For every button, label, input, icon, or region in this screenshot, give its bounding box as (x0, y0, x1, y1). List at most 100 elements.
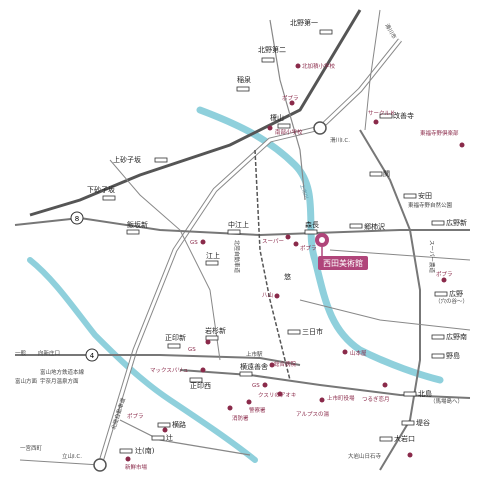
poi-dot (293, 241, 299, 247)
poi-kitanochu: 北加積小学校 (302, 62, 336, 70)
poi-dot (200, 367, 206, 373)
station-marker (102, 195, 116, 201)
station-labels: 北野第一 北野第二 稲泉 榎山 上砂子坂 下砂子坂 飯坂新 中江上 江上 森長 … (87, 18, 467, 455)
poi-yakuba: 上市町役場 (327, 394, 355, 402)
station-morinaga: 森長 (305, 220, 319, 229)
route-shield-4: 4 (85, 348, 99, 362)
poi-dot (373, 119, 379, 125)
poi-dot (246, 399, 252, 405)
station-kitajima: 北島 (418, 389, 432, 398)
poi-kitajima-note: （馬場島へ） (430, 397, 463, 405)
poi-super: スーパー (262, 238, 284, 245)
station-marker (403, 193, 417, 199)
station-marker (119, 448, 133, 454)
namerikawa-ic-marker (313, 121, 327, 135)
station-marker (157, 422, 171, 428)
poi-gs3: GS (252, 383, 260, 389)
poi-hirono-note: （穴の谷～） (435, 297, 468, 305)
station-e: 江上 (206, 251, 220, 260)
route-shield-8: 8 (70, 211, 84, 225)
poi-dot (382, 382, 388, 388)
station-inaizumi: 稲泉 (237, 75, 251, 84)
poi-shobo: 消防署 (232, 414, 249, 422)
station-tsuji-minami: 辻(南) (135, 446, 155, 455)
poi-kusuri: クスリのアオキ (258, 392, 296, 399)
station-hirono: 広野 (449, 289, 463, 298)
poi-poplar4: ポプラ (127, 413, 144, 420)
poi-dot (407, 452, 413, 458)
station-marker (401, 420, 415, 426)
poi-dot (205, 339, 211, 345)
station-kojin: 改善寺 (393, 111, 414, 120)
poi-yasuda-note: 東福寺野自然公園 (408, 201, 453, 209)
river-name-label: 上市川 (298, 183, 310, 200)
unatsuki-label: 宇奈月温泉方面 (40, 377, 79, 385)
station-iizakashin: 飯坂新 (127, 220, 148, 229)
station-kaminakogozaka: 上砂子坂 (113, 155, 141, 164)
poi-poplar1: ポプラ (282, 95, 299, 102)
station-marker (277, 123, 291, 129)
station-marker (261, 57, 275, 63)
station-yokoeyoshikata: 横遠善舎 (240, 362, 268, 371)
station-yokomichi: 横路 (172, 420, 186, 429)
road-north (269, 19, 306, 201)
poi-dot (285, 234, 291, 240)
poi-tsurugi: つるぎ恋月 (362, 395, 390, 403)
road-local-rail (254, 149, 291, 381)
station-marker (236, 86, 250, 92)
kamiichi-station-label: 上市駅 (246, 350, 263, 358)
poi-max: マックスバリュ (150, 367, 188, 374)
station-marker (319, 29, 333, 35)
toyama-line-label: 富山地方鉄道本線 (40, 368, 85, 376)
poi-poplar2: ポプラ (300, 245, 317, 252)
station-hinoki: 悠 (284, 272, 291, 281)
namerikawa-ic-label: 滑川I.C. (330, 136, 350, 144)
poi-dot (262, 382, 268, 388)
route-8-label: 8 (75, 215, 79, 223)
station-gorozawa: 郷柿沢 (364, 222, 385, 231)
mukaishin-label: 向新庄口 (38, 349, 60, 357)
poi-poplar3: ポプラ (436, 271, 453, 278)
road-kamiichi (179, 369, 471, 399)
namerikawa-city-label: 滑川市 (383, 22, 398, 41)
station-marker (434, 291, 448, 297)
road-super-nodo (359, 129, 421, 471)
poi-dot (125, 456, 131, 462)
river-west (27, 257, 258, 463)
poi-oiwa-note: 大岩山日石寺 (348, 452, 382, 460)
station-oiwayama: 大岩口 (394, 434, 415, 443)
station-marker (349, 223, 363, 229)
station-mikkaichi: 三日市 (302, 327, 323, 336)
poi-dot (162, 427, 168, 433)
poi-dot (441, 277, 447, 283)
poi-dot (277, 391, 283, 397)
poi-shimin: 総合病院 (274, 360, 297, 368)
poi-dot (269, 362, 275, 368)
poi-shinkichi: 新鮮市場 (125, 463, 148, 471)
route-4-label: 4 (90, 352, 95, 360)
station-marker (205, 260, 219, 266)
station-kitanodaiichi: 北野第一 (290, 18, 318, 27)
station-shoinnishi: 正印西 (190, 382, 211, 390)
poi-keisatsu: 警察署 (249, 406, 266, 414)
poi-dot (200, 239, 206, 245)
station-marker (167, 343, 181, 349)
poi-dot (342, 349, 348, 355)
station-markers (102, 29, 448, 454)
station-marker (369, 171, 383, 177)
station-yasuda: 安田 (418, 191, 432, 200)
road-4 (15, 354, 301, 366)
ichinomiya-label: 一宮西町 (20, 444, 43, 452)
station-nakae: 中江上 (228, 220, 249, 229)
road-west-loop (109, 159, 221, 361)
station-marker (431, 353, 445, 359)
station-kitanodaini: 北野第二 (258, 45, 286, 54)
station-hironotakashin: 広野新 (446, 218, 467, 227)
station-nojima: 野島 (446, 351, 460, 360)
station-enoki: 榎山 (270, 113, 284, 122)
poi-dot (274, 293, 280, 299)
museum-marker[interactable]: 西田美術館 (315, 233, 368, 270)
museum-label: 西田美術館 (323, 258, 363, 268)
